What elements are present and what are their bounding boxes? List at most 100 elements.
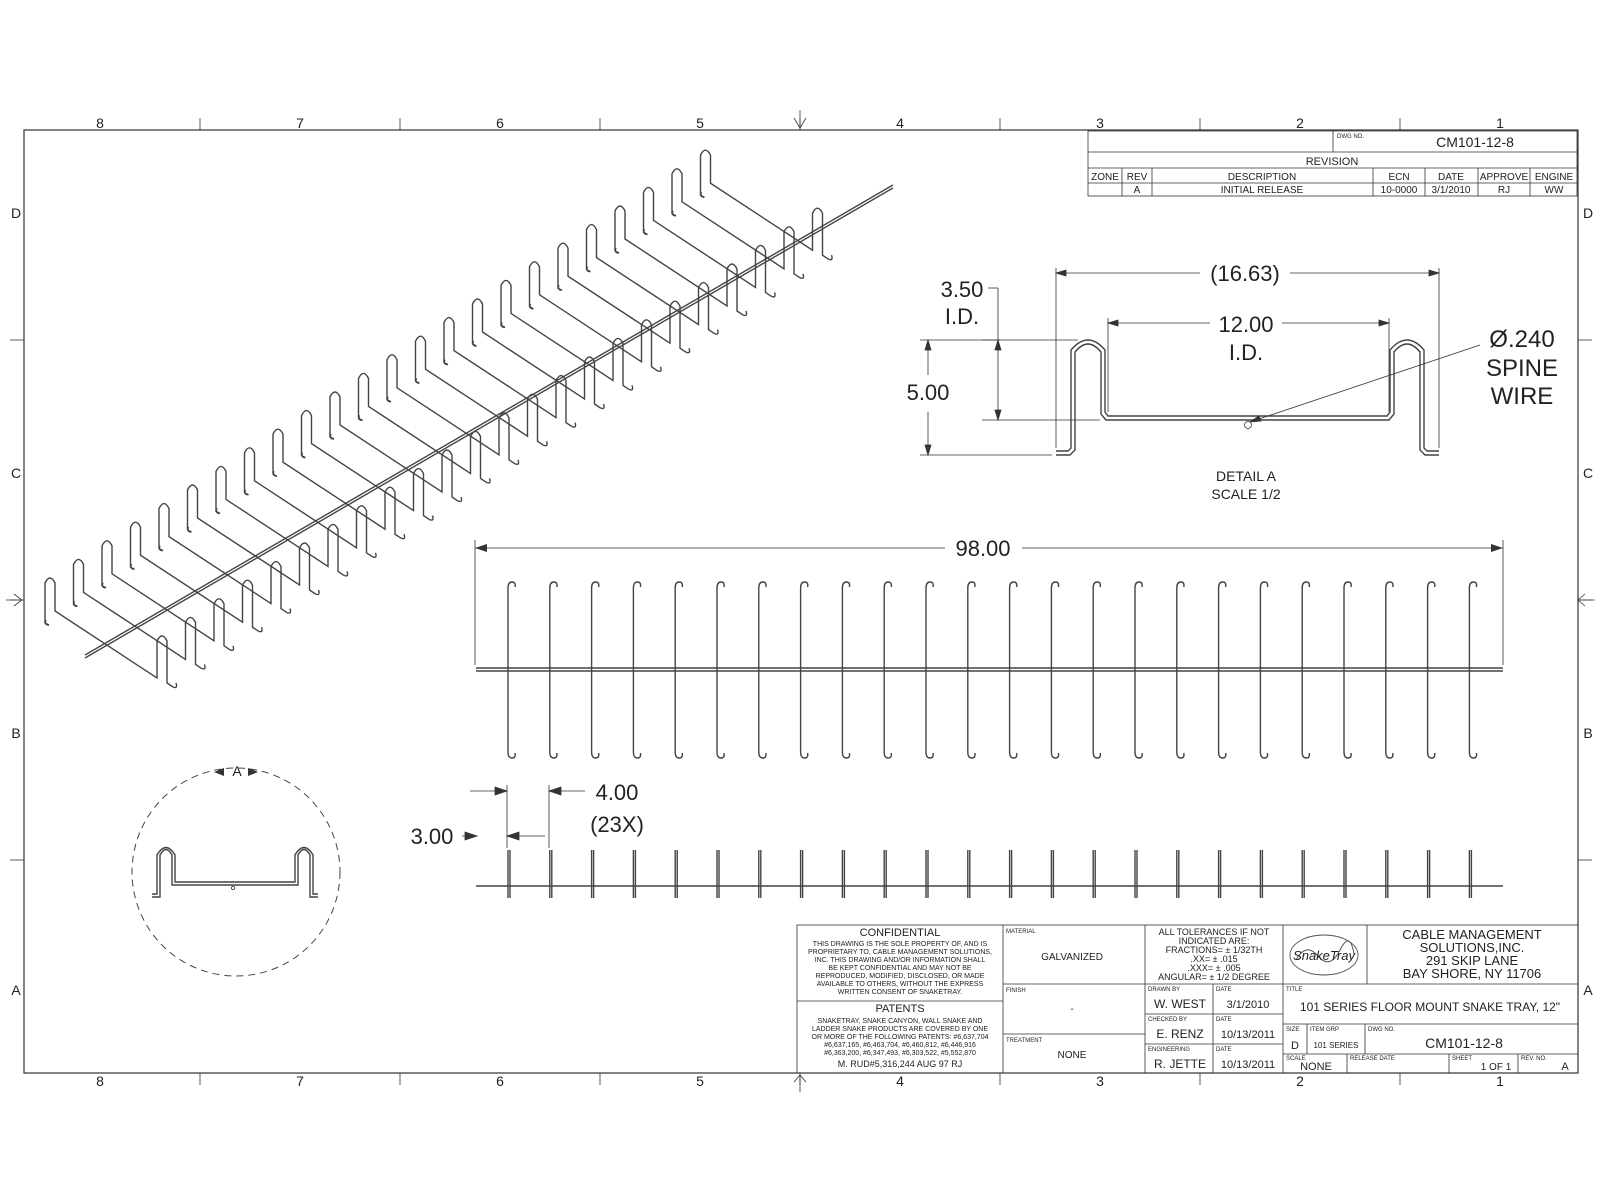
tolerance-line: .XXX= ± .005 [1187,963,1240,973]
rung-top [590,581,600,759]
rung-top [1385,581,1394,759]
rung-top [1343,581,1352,759]
rung-side [1343,850,1347,898]
drawn-by-value: W. WEST [1154,997,1207,1011]
end-offset-dimension: 3.00 [411,824,454,849]
treatment-value: NONE [1058,1050,1087,1061]
confidential-line: WRITTEN CONSENT OF SNAKETRAY. [838,989,963,996]
detail-caption: DETAIL A [1216,468,1277,484]
col-label: 7 [296,115,304,131]
confidential-line: REPRODUCED, MODIFIED, DISCLOSED, OR MADE [816,973,985,980]
rung-iso [414,335,548,447]
rung-side [883,850,887,898]
rev-label: REV. NO. [1521,1056,1547,1062]
rung-side [507,850,511,898]
rung-top [632,581,642,759]
company-line: 291 SKIP LANE [1426,953,1519,968]
rung-top [758,581,767,759]
rung-iso [300,409,434,521]
checked-date-value: 10/13/2011 [1221,1029,1275,1041]
rung-side [799,850,804,898]
col-label: 5 [696,115,704,131]
spine-wire-section [1244,421,1252,429]
inner-width-sub: I.D. [1229,340,1263,365]
rung-top [1008,581,1018,759]
tolerance-line: ANGULAR= ± 1/2 DEGREE [1158,972,1270,982]
spacing-count: (23X) [590,812,644,837]
title-label: TITLE [1286,987,1302,993]
drawing-title: 101 SERIES FLOOR MOUNT SNAKE TRAY, 12" [1300,1000,1560,1014]
rung-iso [357,372,491,484]
col-label: 3 [1096,1073,1104,1089]
drawn-by-label: DRAWN BY [1148,987,1180,993]
treatment-label: TREATMENT [1006,1038,1043,1044]
company-line: SOLUTIONS,INC. [1420,940,1525,955]
col-label: 7 [296,1073,304,1089]
checked-by-label: CHECKED BY [1148,1017,1187,1023]
rung-iso [500,279,634,391]
top-view: 98.00 [474,536,1504,759]
rev-row-date: 3/1/2010 [1432,185,1471,196]
company-line: BAY SHORE, NY 11706 [1403,966,1542,981]
tolerance-line: FRACTIONS= ± 1/32TH [1166,945,1263,955]
side-view-rungs [507,850,1473,898]
row-label: D [1583,205,1593,221]
row-label: D [11,205,21,221]
spine-label-2: WIRE [1491,383,1554,410]
scale-label: SCALE [1286,1056,1306,1062]
col-label: 2 [1296,1073,1304,1089]
patents-heading: PATENTS [875,1003,924,1015]
detail-marker-label: A [232,763,242,779]
dwgno-value: CM101-12-8 [1425,1035,1503,1051]
rung-side [1426,850,1431,898]
rung-top [1259,581,1269,759]
spine-label-1: SPINE [1486,355,1558,382]
inner-height-sub: I.D. [945,304,979,329]
col-label: 2 [1296,115,1304,131]
revision-block: DWG NO. CM101-12-8 REVISION ZONE REV DES… [1087,130,1578,197]
rung-top [925,581,934,759]
rung-top [1134,581,1143,759]
rung-side [1385,850,1389,898]
rung-top [549,581,558,759]
rung-side [1217,850,1222,898]
col-label: 3 [1096,115,1104,131]
confidential-text: THIS DRAWING IS THE SOLE PROPERTY OF, AN… [808,941,992,996]
material-label: MATERIAL [1006,929,1036,935]
sheet-value: 1 OF 1 [1481,1062,1512,1073]
confidential-line: BE KEPT CONFIDENTIAL AND MAY NOT BE [828,965,971,972]
rung-side [590,850,595,898]
rev-header-engine: ENGINE [1535,172,1574,183]
detail-scale: SCALE 1/2 [1211,486,1280,502]
row-label: A [1583,982,1593,998]
rung-side [1092,850,1096,898]
rung-top [1217,581,1227,759]
top-view-rungs [507,581,1478,759]
confidential-line: THIS DRAWING IS THE SOLE PROPERTY OF, AN… [813,941,988,948]
item-value: 101 SERIES [1314,1041,1359,1050]
rev-header-ecn: ECN [1388,172,1409,183]
rung-iso [158,502,292,614]
engineering-value: R. JETTE [1154,1057,1206,1071]
rev-header-description: DESCRIPTION [1228,172,1296,183]
drawn-date-label: DATE [1216,987,1232,993]
col-label: 4 [896,115,904,131]
rung-top [799,581,809,759]
rev-row-engine: WW [1545,185,1564,196]
tolerance-line: .XX= ± .015 [1190,954,1237,964]
rung-iso [614,205,748,317]
finish-label: FINISH [1006,988,1026,994]
scale-value: NONE [1300,1061,1332,1073]
rung-top [674,581,684,759]
overall-width-dimension: (16.63) [1210,261,1280,286]
rev-row-rev: A [1134,185,1141,196]
rev-header-rev: REV [1127,172,1148,183]
rung-top [1092,581,1102,759]
col-label: 4 [896,1073,904,1089]
rung-iso [671,168,805,279]
rung-iso [585,223,719,335]
rung-side [1134,850,1138,898]
rung-top [716,581,725,759]
rung-iso [44,577,178,689]
rung-side [1008,850,1013,898]
